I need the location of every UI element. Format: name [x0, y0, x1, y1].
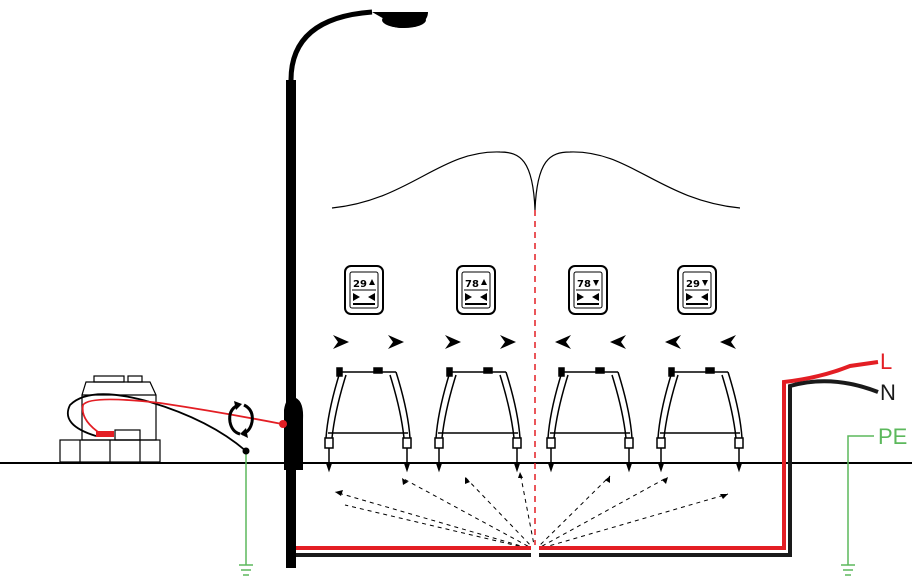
meter-reading: 78 [577, 279, 591, 290]
direction-arrow-right-icon [388, 335, 404, 349]
cable-fault-gap [531, 545, 539, 559]
arrow-right-icon [465, 293, 472, 301]
arrow-down-icon [702, 280, 708, 286]
direction-arrow-left-icon [555, 335, 571, 349]
red-test-lead [81, 398, 283, 435]
meter-reading: 78 [465, 279, 479, 290]
label-earth: PE [878, 424, 907, 449]
direction-arrow-left-icon [610, 335, 626, 349]
direction-arrow-left-icon [720, 335, 736, 349]
meter-reading: 29 [686, 279, 700, 290]
arrow-up-icon [481, 279, 487, 285]
buried-cable [296, 360, 879, 557]
arrow-right-icon [353, 293, 360, 301]
arrow-down-icon [593, 280, 599, 286]
signal-meter-icon: 78 [456, 265, 496, 315]
signal-meter-icon: 29 [677, 265, 717, 315]
signal-meter-icon: 78 [568, 265, 608, 315]
signal-strength-curve [331, 151, 741, 211]
direction-arrow-left-icon [665, 335, 681, 349]
arrow-right-icon [577, 293, 584, 301]
street-lamp-icon [284, 9, 428, 568]
transmitter-case-icon [59, 375, 161, 463]
black-test-lead [66, 393, 247, 452]
pe-conductor [847, 435, 874, 565]
meter-reading: 29 [353, 279, 367, 290]
a-frame-probe-icon [656, 367, 744, 473]
arrow-left-icon [701, 293, 708, 301]
direction-arrow-right-icon [445, 335, 461, 349]
a-frame-probe-icon [546, 367, 634, 473]
arrow-right-icon [686, 293, 693, 301]
arrow-left-icon [368, 293, 375, 301]
ground-symbol-icon [841, 564, 855, 576]
ground-symbol-icon [239, 564, 253, 576]
arrow-left-icon [480, 293, 487, 301]
label-neutral: N [880, 380, 896, 405]
a-frame-probe-icon [324, 367, 412, 473]
arrow-left-icon [592, 293, 599, 301]
direction-arrow-right-icon [500, 335, 516, 349]
signal-meter-icon: 29 [344, 265, 384, 315]
direction-arrow-right-icon [333, 335, 349, 349]
a-frame-probe-icon [434, 367, 522, 473]
arrow-up-icon [369, 279, 375, 285]
label-live: L [880, 349, 892, 374]
fault-signal-rays [334, 471, 729, 551]
clamp-icon [228, 401, 254, 438]
